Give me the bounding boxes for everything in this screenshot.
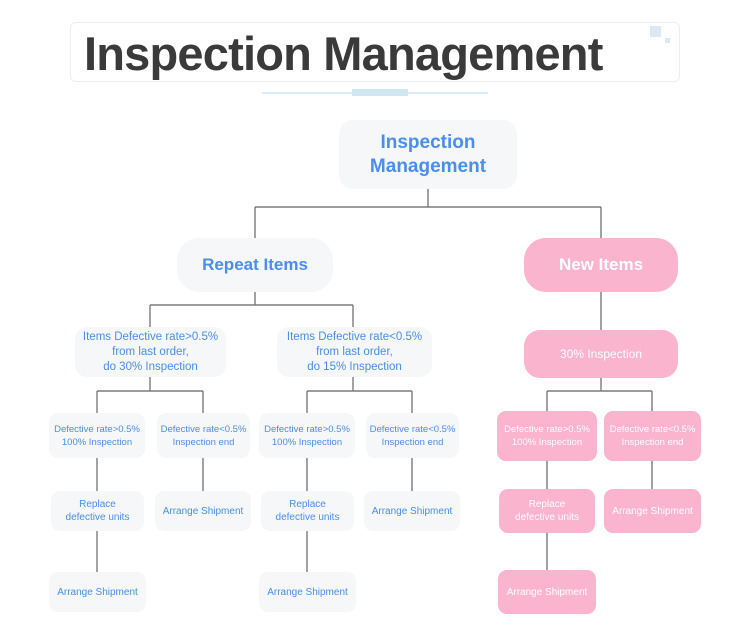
title-underline-accent — [352, 89, 408, 96]
node-rule-b-high-defect[interactable]: Defective rate>0.5% 100% Inspection — [259, 413, 355, 458]
node-branch-new-items[interactable]: New Items — [524, 238, 678, 292]
node-condition-repeat-low-defect[interactable]: Items Defective rate<0.5% from last orde… — [277, 327, 432, 377]
node-rule-a-low-defect[interactable]: Defective rate<0.5% Inspection end — [157, 413, 250, 458]
node-condition-repeat-high-defect[interactable]: Items Defective rate>0.5% from last orde… — [75, 327, 226, 377]
node-rule-b-low-defect[interactable]: Defective rate<0.5% Inspection end — [366, 413, 459, 458]
node-final-a-arrange-shipment[interactable]: Arrange Shipment — [49, 572, 146, 612]
node-action-c-replace-defective-units[interactable]: Replace defective units — [499, 489, 595, 533]
title-card — [70, 22, 680, 82]
node-new-items-30-percent-inspection[interactable]: 30% Inspection — [524, 330, 678, 378]
node-action-c-arrange-shipment[interactable]: Arrange Shipment — [604, 489, 701, 533]
node-action-b-arrange-shipment[interactable]: Arrange Shipment — [364, 491, 460, 531]
node-final-b-arrange-shipment[interactable]: Arrange Shipment — [259, 572, 356, 612]
node-action-a-arrange-shipment[interactable]: Arrange Shipment — [155, 491, 251, 531]
node-root-inspection-management[interactable]: Inspection Management — [339, 120, 517, 189]
node-branch-repeat-items[interactable]: Repeat Items — [177, 238, 333, 292]
node-final-c-arrange-shipment[interactable]: Arrange Shipment — [498, 570, 596, 614]
decor-square-icon — [650, 26, 661, 37]
node-rule-c-low-defect[interactable]: Defective rate<0.5% Inspection end — [604, 411, 701, 461]
node-rule-c-high-defect[interactable]: Defective rate>0.5% 100% Inspection — [497, 411, 597, 461]
node-rule-a-high-defect[interactable]: Defective rate>0.5% 100% Inspection — [49, 413, 145, 458]
page-title: Inspection Management — [84, 27, 603, 80]
node-action-b-replace-defective-units[interactable]: Replace defective units — [261, 491, 354, 531]
decor-square-small-icon — [665, 38, 670, 43]
node-action-a-replace-defective-units[interactable]: Replace defective units — [51, 491, 144, 531]
